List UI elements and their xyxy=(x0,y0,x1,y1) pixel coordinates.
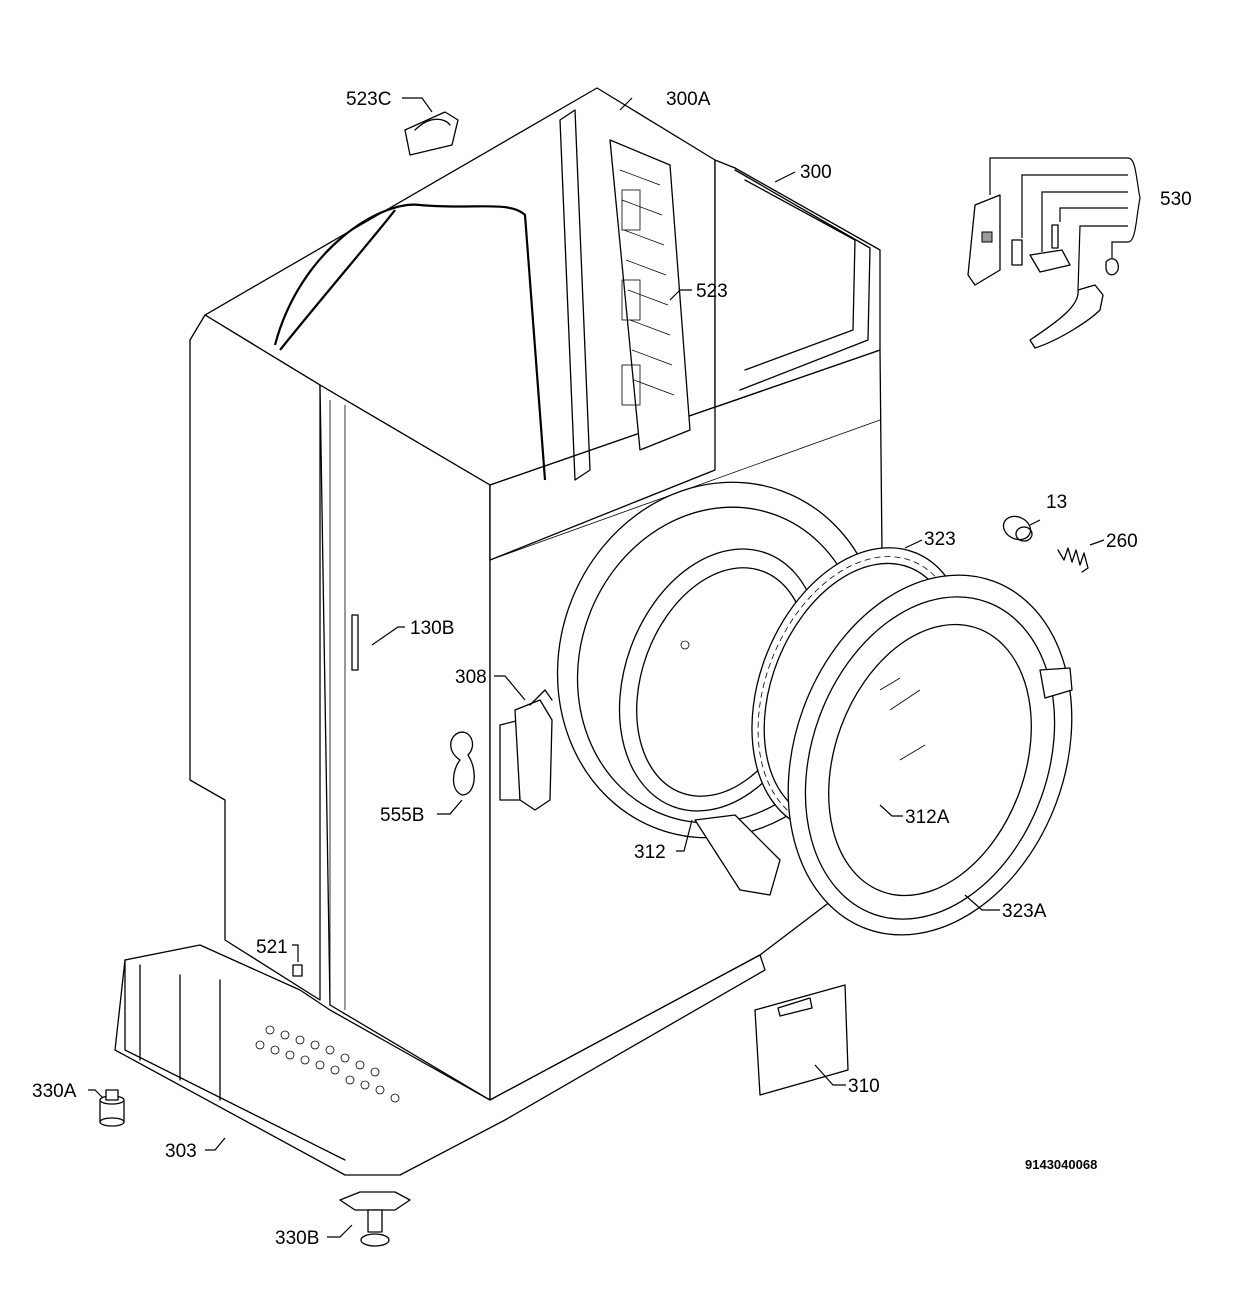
label-330b: 330B xyxy=(275,1228,319,1249)
document-number: 9143040068 xyxy=(1025,1157,1097,1172)
part-523c-clip xyxy=(404,111,459,156)
leader-lines xyxy=(88,97,1105,1238)
slot-130b xyxy=(351,614,359,671)
label-521: 521 xyxy=(256,937,288,958)
base-vent-holes xyxy=(255,1025,400,1103)
label-310: 310 xyxy=(848,1076,880,1097)
callout-labels: 523C 300A 300 530 523 13 323 260 130B 30… xyxy=(32,89,1192,1249)
part-330b-foot xyxy=(339,1191,411,1247)
label-555b: 555B xyxy=(380,805,424,826)
label-260: 260 xyxy=(1106,531,1138,552)
cabinet-body xyxy=(189,87,886,1101)
label-530: 530 xyxy=(1160,189,1192,210)
label-308: 308 xyxy=(455,667,487,688)
part-13-bushing xyxy=(1002,515,1033,542)
label-130b: 130B xyxy=(410,618,454,639)
part-260-spring xyxy=(1057,547,1089,573)
part-330a-foot xyxy=(99,1089,125,1127)
label-300: 300 xyxy=(800,162,832,183)
label-13: 13 xyxy=(1046,492,1067,513)
base-frame-303 xyxy=(114,944,766,1176)
bracket-523 xyxy=(609,139,691,451)
label-312: 312 xyxy=(634,842,666,863)
part-530-handle-kit xyxy=(967,157,1141,349)
label-330a: 330A xyxy=(32,1081,77,1102)
label-300a: 300A xyxy=(666,89,711,110)
part-323a-outer-door xyxy=(787,574,1073,936)
part-310-filter-cover xyxy=(754,984,849,1096)
label-323: 323 xyxy=(924,529,956,550)
label-323a: 323A xyxy=(1002,901,1047,922)
label-312a: 312A xyxy=(905,807,950,828)
part-308-hinge xyxy=(499,689,553,811)
label-523c: 523C xyxy=(346,89,391,110)
part-555b-cover xyxy=(450,731,475,796)
label-523: 523 xyxy=(696,281,728,302)
label-303: 303 xyxy=(165,1141,197,1162)
part-521-screw xyxy=(292,964,303,977)
